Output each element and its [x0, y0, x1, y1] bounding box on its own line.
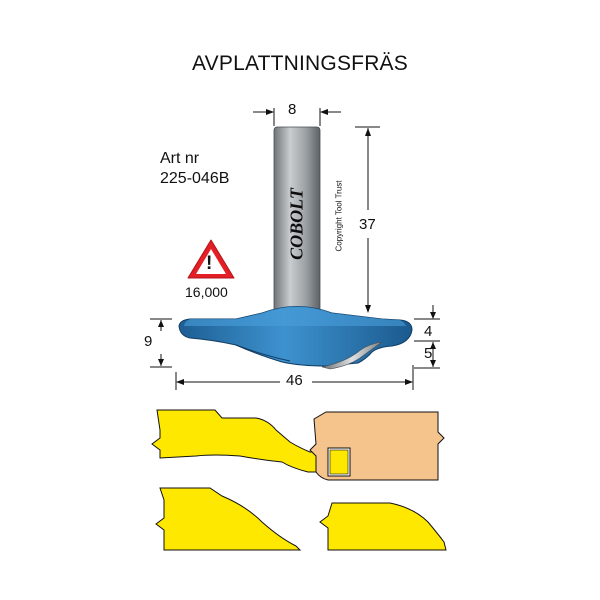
dimension-cutter-diameter	[175, 365, 414, 390]
dimension-label-shank-length: 37	[359, 216, 376, 233]
page-title: AVPLATTNINGSFRÄS	[192, 52, 408, 75]
router-bit-body	[178, 306, 413, 370]
workpiece-panel-bottom-right	[319, 502, 447, 551]
dimension-label-shank-diameter: 8	[288, 101, 297, 118]
dimension-shank-length	[355, 126, 380, 312]
article-label: Art nr	[160, 150, 200, 167]
workpiece-panel-bottom-left	[155, 487, 302, 551]
dimension-label-profile-height: 5	[424, 345, 433, 362]
warning-symbol: !	[206, 253, 213, 274]
article-number: 225-046B	[160, 170, 230, 187]
workpiece-panel-top	[151, 409, 347, 473]
dimension-label-cutter-height: 9	[144, 333, 153, 350]
warning-triangle-icon	[187, 239, 235, 279]
dimension-label-cutter-diameter: 46	[286, 372, 303, 389]
brand-logo: COBOLT	[286, 188, 307, 260]
copyright-text: Copyright Tool Trust	[334, 180, 344, 252]
dimension-label-top-height: 4	[424, 323, 433, 340]
max-rpm: 16,000	[185, 284, 228, 300]
